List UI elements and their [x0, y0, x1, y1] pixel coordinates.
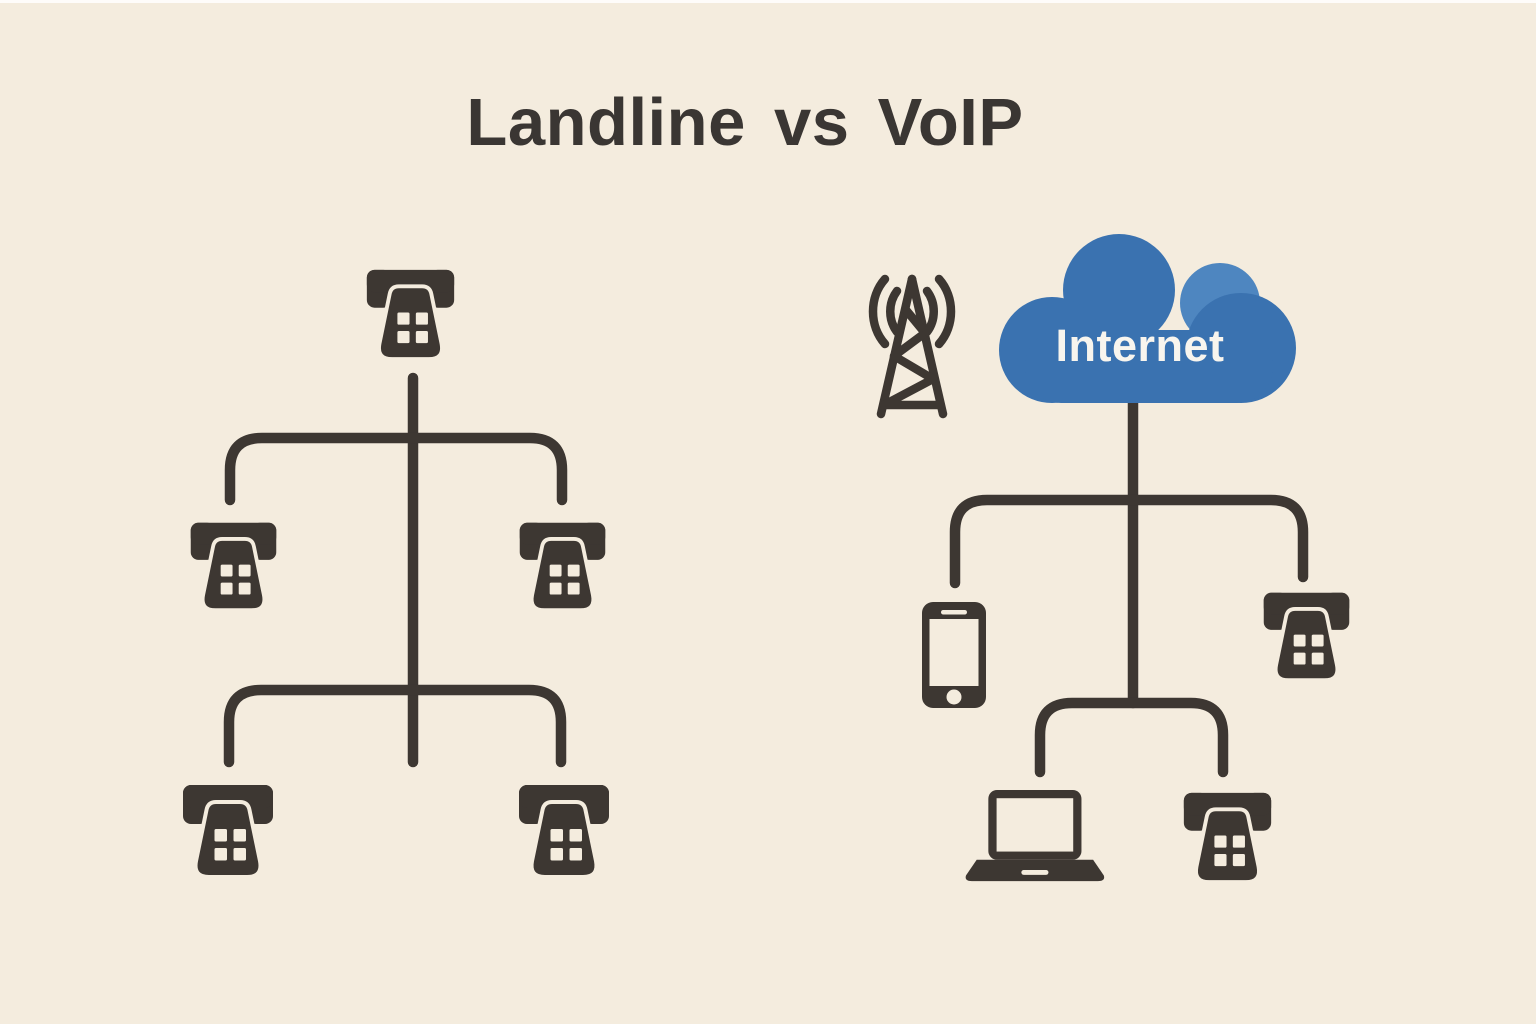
laptop-icon: [965, 789, 1105, 882]
desk-phone-icon-hub: [364, 267, 457, 362]
desk-phone-icon-voip-bottom: [1181, 790, 1274, 885]
voip-branch-line-2: [1034, 697, 1229, 778]
voip-network: [873, 234, 1352, 885]
top-edge-highlight: [0, 0, 1536, 3]
smartphone-icon: [922, 602, 986, 708]
page-title: Landline vs VoIP: [466, 85, 1024, 160]
internet-cloud-icon: [999, 234, 1296, 403]
desk-phone-icon-mid-right: [517, 520, 608, 613]
radio-tower-icon: [873, 279, 951, 414]
desk-phone-icon-bottom-left: [181, 783, 275, 879]
voip-branch-line-1: [949, 494, 1309, 589]
desk-phone-icon-voip-right: [1261, 590, 1352, 683]
desk-phone-icon-bottom-right: [517, 783, 611, 879]
desk-phone-icon-mid-left: [188, 520, 279, 613]
landline-branch-line-1: [224, 432, 568, 506]
internet-label: Internet: [1055, 320, 1225, 371]
landline-network: [181, 267, 611, 879]
landline-branch-line-2: [223, 684, 567, 768]
